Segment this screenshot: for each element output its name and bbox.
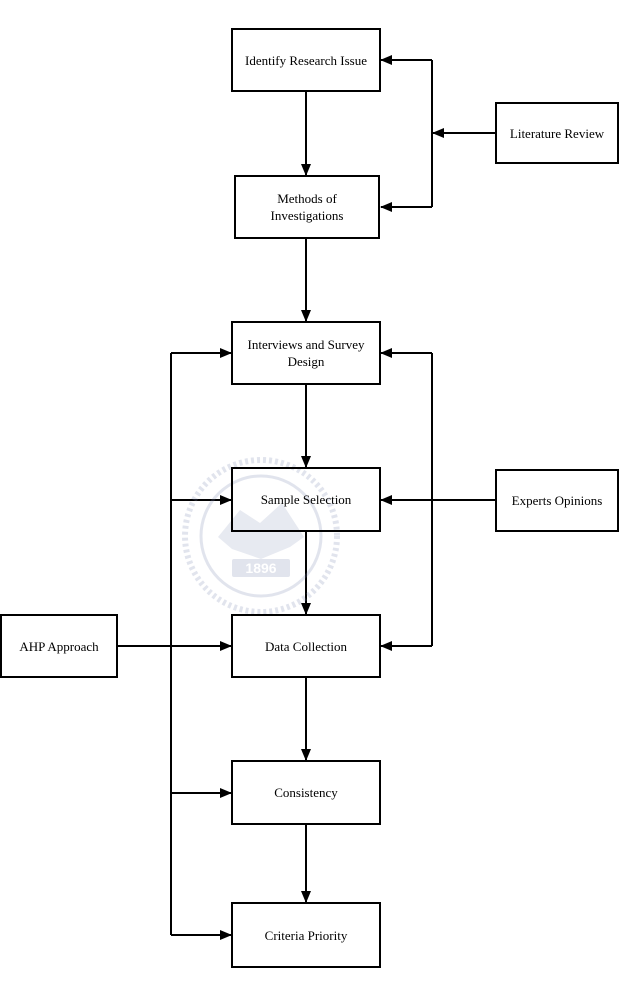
node-interviews-and-survey-design: Interviews and Survey Design: [231, 321, 381, 385]
node-label: Consistency: [274, 785, 338, 800]
node-sample-selection: Sample Selection: [231, 467, 381, 532]
node-label: AHP Approach: [19, 638, 99, 654]
node-label: Identify Research Issue: [244, 52, 367, 68]
node-label: Sample Selection: [260, 492, 352, 507]
node-methods-of-investigations: Methods of Investigations: [234, 175, 380, 239]
node-label: Data Collection: [265, 638, 347, 654]
node-ahp-approach: AHP Approach: [0, 614, 118, 678]
node-label: Interviews and Survey Design: [247, 337, 365, 369]
node-identify-research-issue: Identify Research Issue: [231, 28, 381, 92]
node-data-collection: Data Collection: [231, 614, 381, 678]
node-label: Criteria Priority: [264, 927, 348, 943]
node-label: Literature Review: [509, 125, 605, 141]
node-consistency: Consistency: [231, 760, 381, 825]
node-criteria-priority: Criteria Priority: [231, 902, 381, 968]
watermark-year: 1896: [245, 560, 276, 576]
node-label: Experts Opinions: [511, 493, 603, 508]
node-literature-review: Literature Review: [495, 102, 619, 164]
node-experts-opinions: Experts Opinions: [495, 469, 619, 532]
node-label: Methods of Investigations: [270, 191, 344, 223]
